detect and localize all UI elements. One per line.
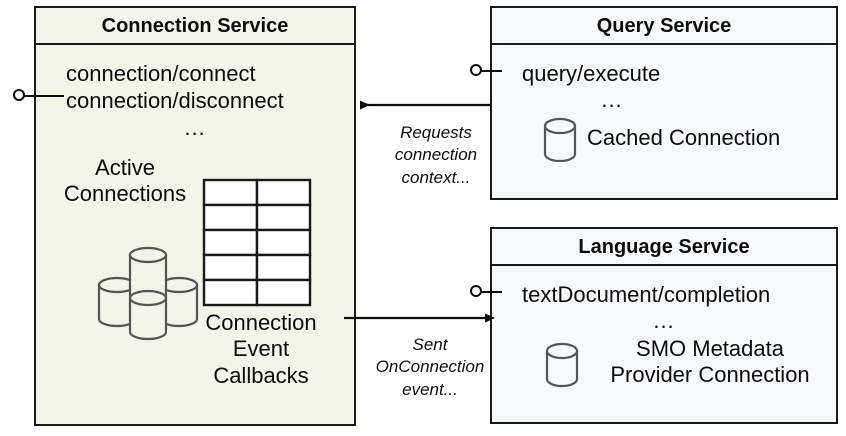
component-connection-service[interactable]: Connection Service connection/connect co… xyxy=(34,6,356,426)
connector-label-sent-onconnection-event: Sent OnConnection event... xyxy=(355,334,505,401)
connection-service-body: connection/connect connection/disconnect… xyxy=(36,45,354,424)
connection-service-interface-connect: connection/connect xyxy=(66,61,256,86)
query-service-ellipsis: ... xyxy=(601,87,623,112)
component-language-service[interactable]: Language Service textDocument/completion… xyxy=(490,227,838,424)
provided-interface-stem-connection-service xyxy=(24,95,64,97)
smo-label-line2: Provider Connection xyxy=(610,362,810,388)
connection-service-ellipsis: ... xyxy=(184,115,206,140)
requests-label-line1: Requests xyxy=(400,123,472,142)
connection-service-title: Connection Service xyxy=(36,8,354,45)
sent-label-line2: OnConnection xyxy=(375,357,485,377)
connector-label-requests-connection-context: Requests connection context... xyxy=(361,122,511,189)
provided-interface-ball-connection-service xyxy=(13,89,25,101)
active-connections-label-line2: Connections xyxy=(63,181,187,207)
active-connections-label: Active Connections xyxy=(42,155,208,208)
sent-label-line1: Sent xyxy=(412,335,448,354)
sent-label-line3: event... xyxy=(402,379,458,399)
callbacks-label-line2: Event xyxy=(232,336,290,362)
connection-service-interface-disconnect: connection/disconnect xyxy=(66,88,284,113)
language-service-interface-completion: textDocument/completion xyxy=(522,282,771,307)
language-service-ellipsis: ... xyxy=(653,308,675,333)
language-service-body: textDocument/completion ... SMO Metadata… xyxy=(492,266,836,422)
smo-label-line1: SMO Metadata xyxy=(636,336,784,361)
provided-interface-stem-query-service xyxy=(481,70,502,72)
callbacks-label-line1: Connection xyxy=(205,310,317,335)
database-cylinder-icon-query xyxy=(542,117,578,163)
smo-metadata-provider-connection-label: SMO Metadata Provider Connection xyxy=(588,336,832,389)
query-service-title: Query Service xyxy=(492,8,836,45)
query-service-interface-execute: query/execute xyxy=(522,61,661,86)
provided-interface-ball-query-service xyxy=(470,64,482,76)
query-service-body: query/execute ... Cached Connection xyxy=(492,45,836,198)
callbacks-label-line3: Callbacks xyxy=(213,362,309,388)
active-connections-label-line1: Active xyxy=(95,155,155,180)
connection-event-callbacks-label: Connection Event Callbacks xyxy=(186,310,336,389)
table-grid-icon xyxy=(202,178,314,310)
provided-interface-stem-language-service xyxy=(481,291,502,293)
requests-label-line2: connection xyxy=(394,145,478,165)
requests-label-line3: context... xyxy=(401,167,471,187)
provided-interface-ball-language-service xyxy=(470,285,482,297)
cached-connection-label: Cached Connection xyxy=(587,125,781,150)
language-service-title: Language Service xyxy=(492,229,836,266)
database-cluster-icon xyxy=(89,241,207,341)
component-query-service[interactable]: Query Service query/execute ... Cached C… xyxy=(490,6,838,200)
database-cylinder-icon-language xyxy=(544,342,580,388)
